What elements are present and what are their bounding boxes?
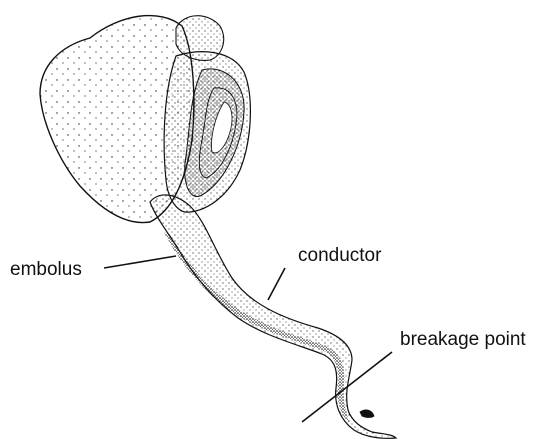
label-embolus: embolus (10, 260, 82, 279)
label-breakage-point: breakage point (400, 330, 526, 349)
embolus-leader-line (104, 256, 176, 268)
tip-hook (360, 410, 374, 418)
embolus-conductor-stalk (150, 195, 396, 438)
label-conductor: conductor (298, 246, 381, 265)
conductor-leader-line (268, 268, 285, 300)
